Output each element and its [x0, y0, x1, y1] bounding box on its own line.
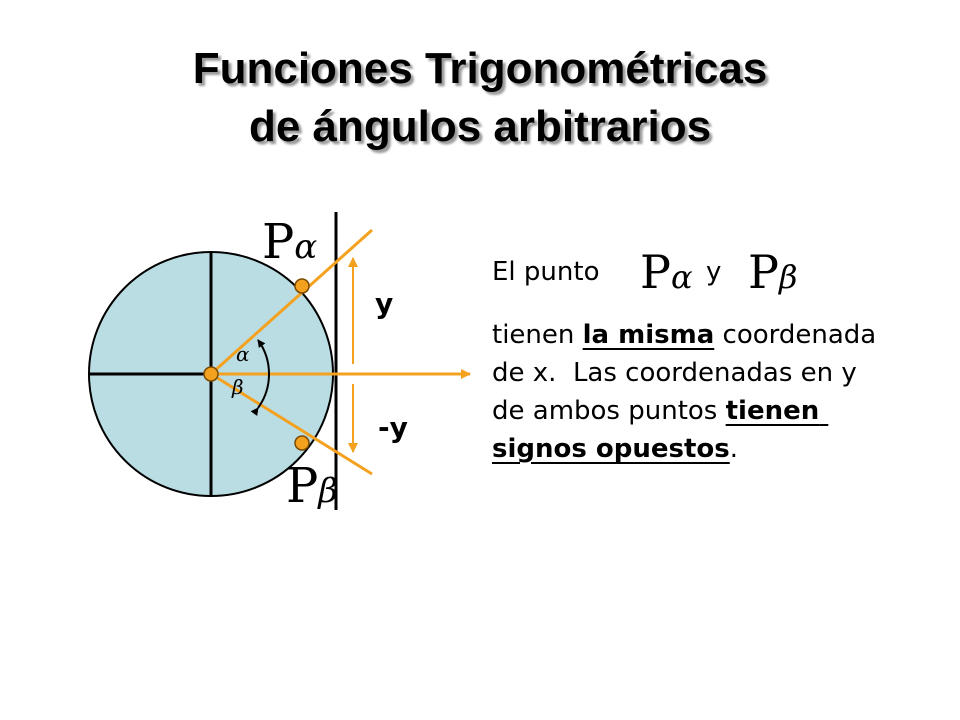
label-y: y	[375, 287, 393, 320]
point-p-beta	[294, 435, 310, 451]
title-line-1: Funciones Trigonométricas	[192, 44, 768, 93]
explanation-paragraph: tienen la misma coordenada de x. Las coo…	[492, 316, 892, 468]
title-line-2: de ángulos arbitrarios	[248, 102, 712, 151]
angle-arc	[250, 339, 271, 417]
label-angle-beta: β	[231, 375, 244, 399]
math-p-beta: Pβ	[748, 245, 797, 299]
math-p-alpha: Pα	[640, 245, 693, 299]
label-neg-y: -y	[378, 411, 408, 444]
ray-beta	[210, 372, 373, 476]
page-title: Funciones Trigonométricas de ángulos arb…	[0, 40, 960, 156]
text-intro-line: El punto	[492, 257, 599, 287]
para-part-1: tienen	[492, 320, 583, 350]
para-emphasis-same: la misma	[582, 320, 715, 350]
para-part-5: .	[729, 434, 739, 464]
label-angle-alpha: α	[236, 342, 250, 366]
point-p-alpha	[294, 278, 310, 294]
text-connector: y	[706, 257, 721, 287]
para-emphasis-opposite: tienen signos opuestos	[492, 396, 829, 464]
label-p-beta: Pβ	[286, 458, 338, 514]
label-p-alpha: Pα	[262, 214, 317, 270]
para-part-3: coordenada de x. Las coordenadas en y de…	[492, 320, 885, 426]
ray-alpha	[210, 228, 373, 376]
point-origin	[203, 366, 219, 382]
